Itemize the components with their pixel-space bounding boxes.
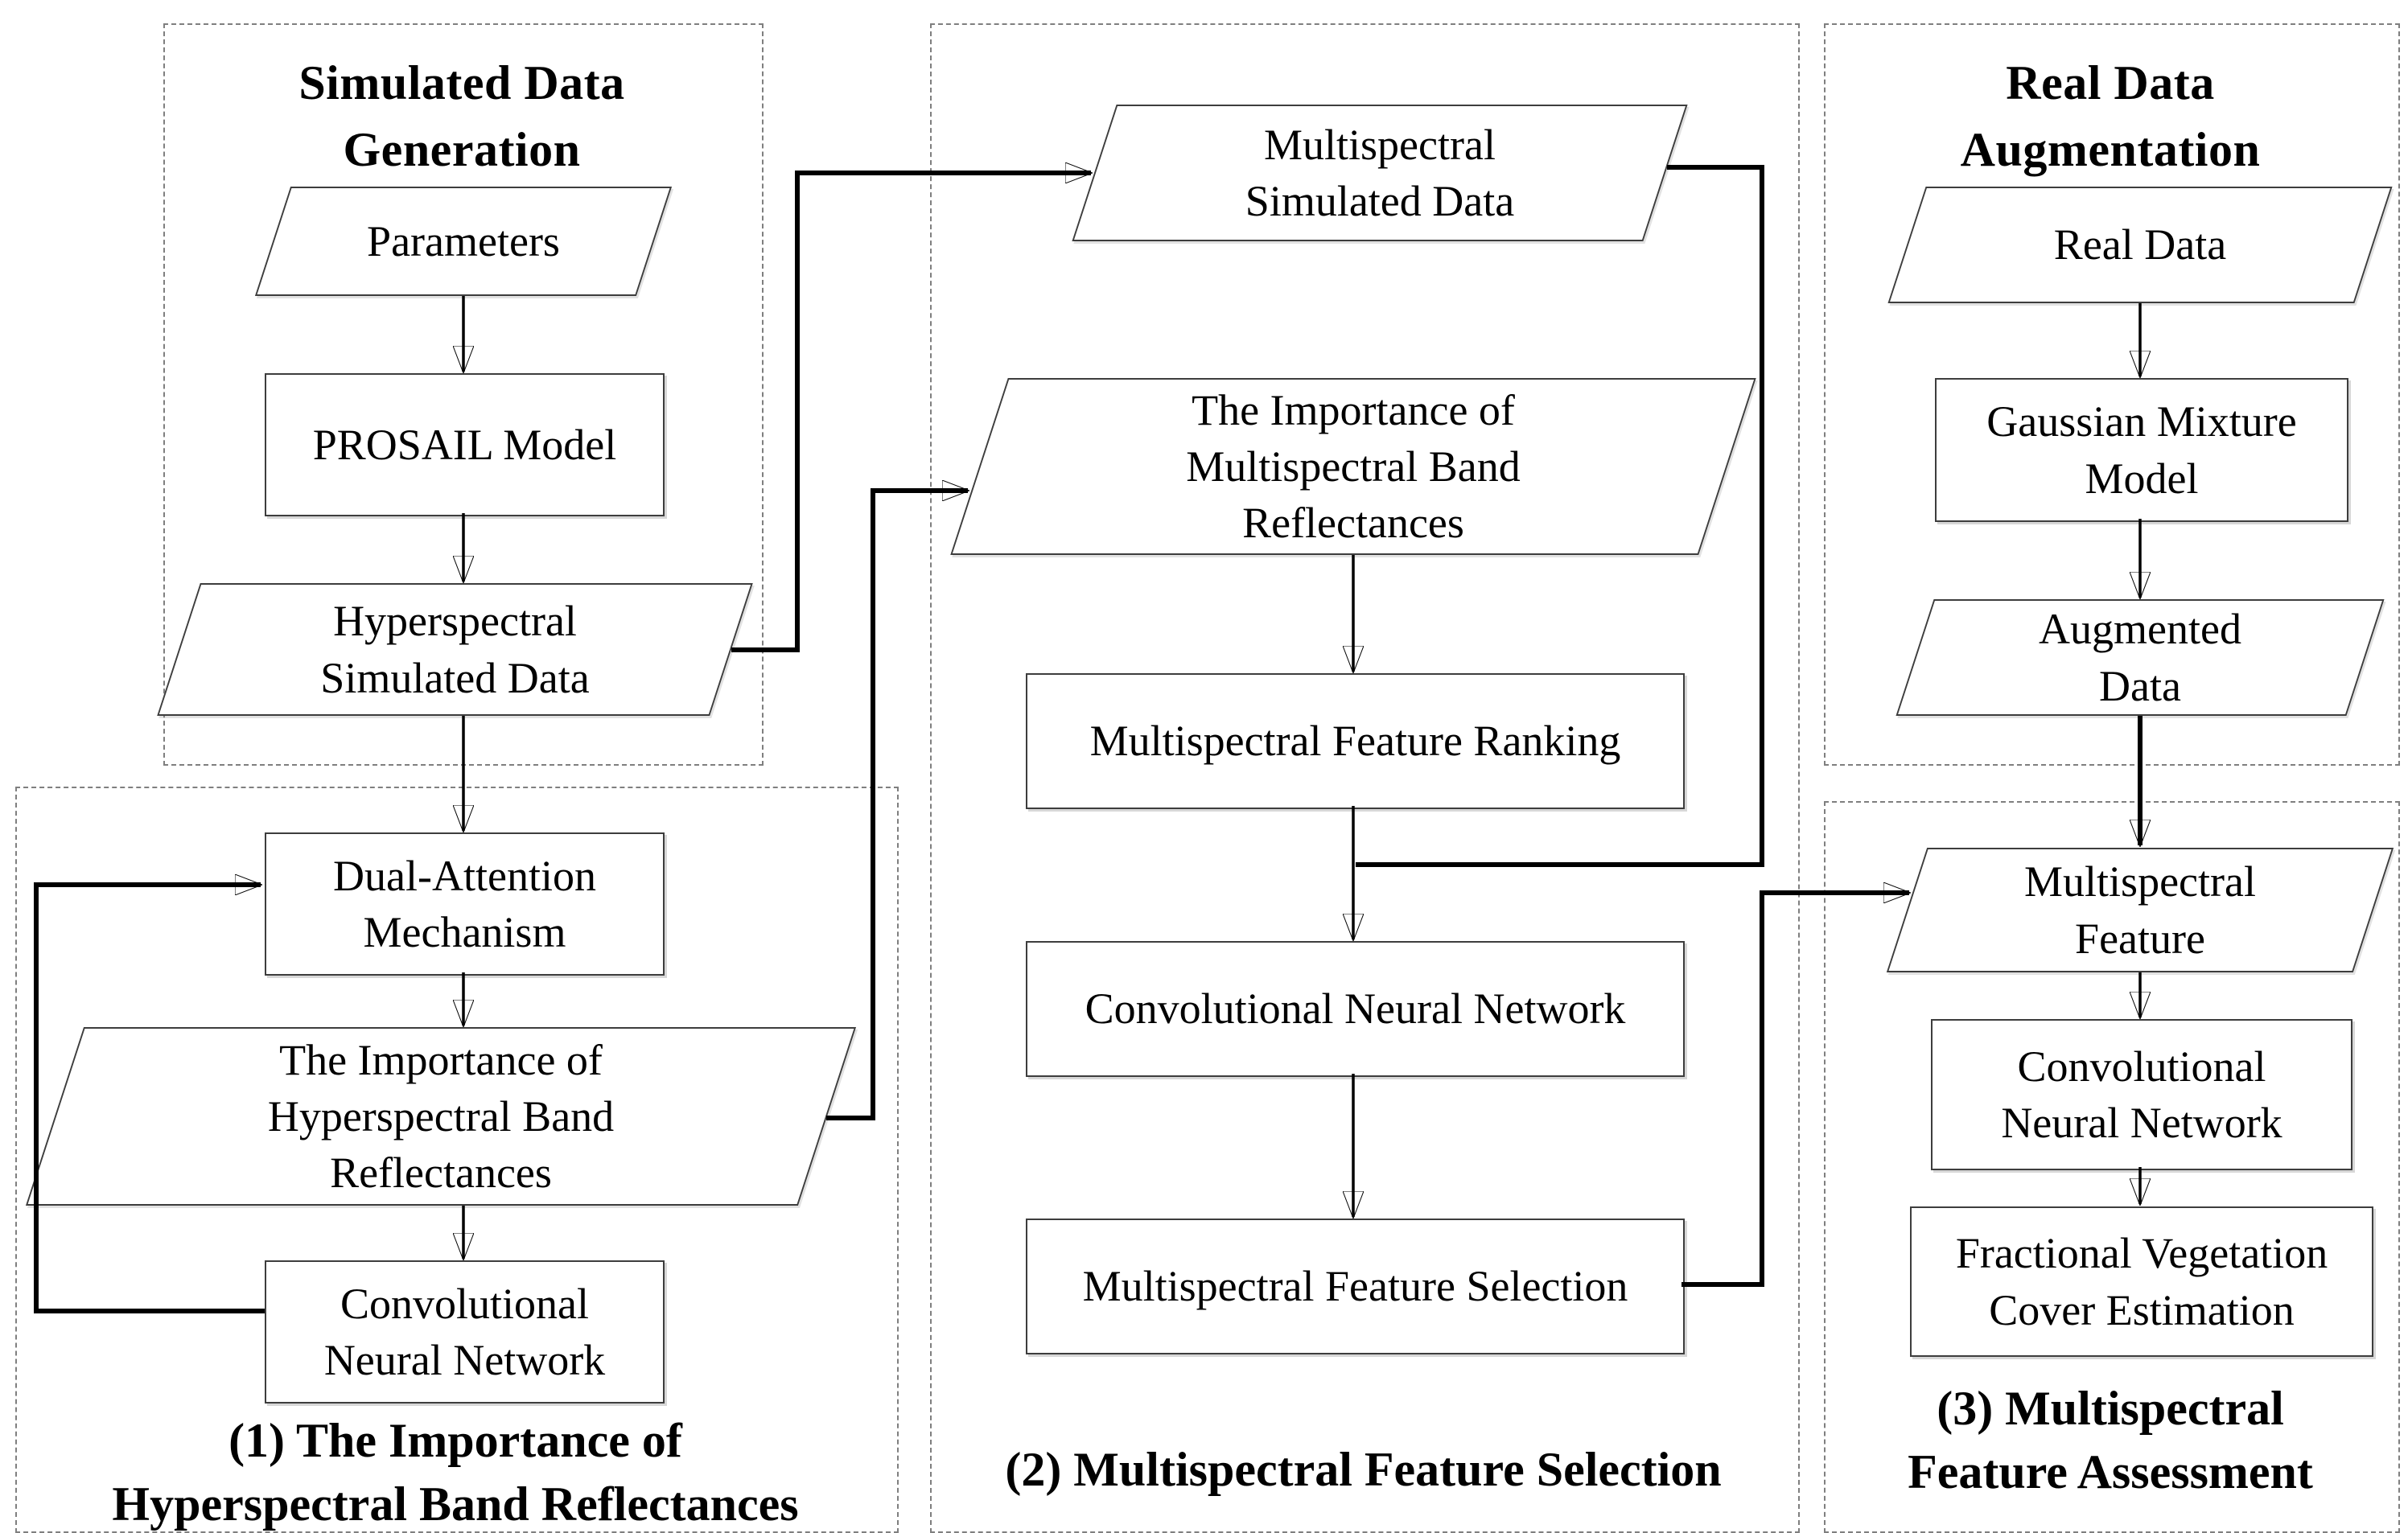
importance-hyperspectral-band-label: The Importance of Hyperspectral Band Ref…	[267, 1035, 615, 1198]
node-multispectral-simulated-data: Multispectral Simulated Data	[1072, 105, 1688, 241]
node-cnn-1: Convolutional Neural Network	[265, 1260, 665, 1404]
label-section3: (3) Multispectral Feature Assessment	[1908, 1382, 2313, 1499]
multispectral-feature-selection-label: Multispectral Feature Selection	[1082, 1262, 1628, 1311]
node-importance-multispectral-band: The Importance of Multispectral Band Ref…	[950, 378, 1756, 555]
gaussian-mixture-model-label: Gaussian Mixture Model	[1986, 397, 2297, 503]
node-real-data: Real Data	[1887, 187, 2393, 303]
multispectral-feature-label: Multispectral Feature	[2024, 857, 2256, 963]
label-section1: (1) The Importance of Hyperspectral Band…	[112, 1414, 799, 1531]
title-real-data-augmentation: Real Data Augmentation	[1960, 56, 2261, 176]
augmented-data-label: Augmented Data	[2039, 605, 2241, 710]
node-hyperspectral-simulated-data: Hyperspectral Simulated Data	[157, 583, 753, 716]
node-multispectral-feature-ranking: Multispectral Feature Ranking	[1026, 673, 1685, 809]
multispectral-simulated-data-label: Multispectral Simulated Data	[1245, 120, 1515, 225]
node-parameters: Parameters	[254, 187, 673, 296]
multispectral-feature-ranking-label: Multispectral Feature Ranking	[1089, 717, 1621, 766]
label-section2: (2) Multispectral Feature Selection	[1005, 1443, 1722, 1496]
cnn-3-label: Convolutional Neural Network	[2001, 1042, 2282, 1147]
title-simulated-data-generation: Simulated Data Generation	[298, 56, 625, 176]
node-importance-hyperspectral-band: The Importance of Hyperspectral Band Ref…	[25, 1027, 857, 1206]
node-augmented-data: Augmented Data	[1896, 599, 2385, 716]
node-dual-attention-mechanism: Dual-Attention Mechanism	[265, 832, 665, 976]
fractional-vegetation-cover-label: Fractional Vegetation Cover Estimation	[1955, 1229, 2328, 1334]
node-fractional-vegetation-cover: Fractional Vegetation Cover Estimation	[1910, 1206, 2373, 1357]
parameters-label: Parameters	[367, 216, 560, 265]
panel-real-data-augmentation	[1824, 23, 2400, 766]
prosail-model-label: PROSAIL Model	[312, 420, 617, 469]
node-gaussian-mixture-model: Gaussian Mixture Model	[1935, 378, 2348, 522]
dual-attention-mechanism-label: Dual-Attention Mechanism	[333, 851, 596, 956]
panel-section1	[15, 787, 899, 1533]
importance-multispectral-band-label: The Importance of Multispectral Band Ref…	[1186, 385, 1521, 548]
node-prosail-model: PROSAIL Model	[265, 373, 665, 516]
node-multispectral-feature: Multispectral Feature	[1886, 848, 2394, 972]
node-cnn-3: Convolutional Neural Network	[1931, 1019, 2352, 1170]
cnn-1-label: Convolutional Neural Network	[323, 1279, 606, 1384]
node-multispectral-feature-selection: Multispectral Feature Selection	[1026, 1219, 1685, 1354]
hyperspectral-simulated-data-label: Hyperspectral Simulated Data	[320, 597, 590, 702]
cnn-2-label: Convolutional Neural Network	[1085, 984, 1626, 1034]
node-cnn-2: Convolutional Neural Network	[1026, 941, 1685, 1077]
real-data-label: Real Data	[2053, 220, 2227, 269]
